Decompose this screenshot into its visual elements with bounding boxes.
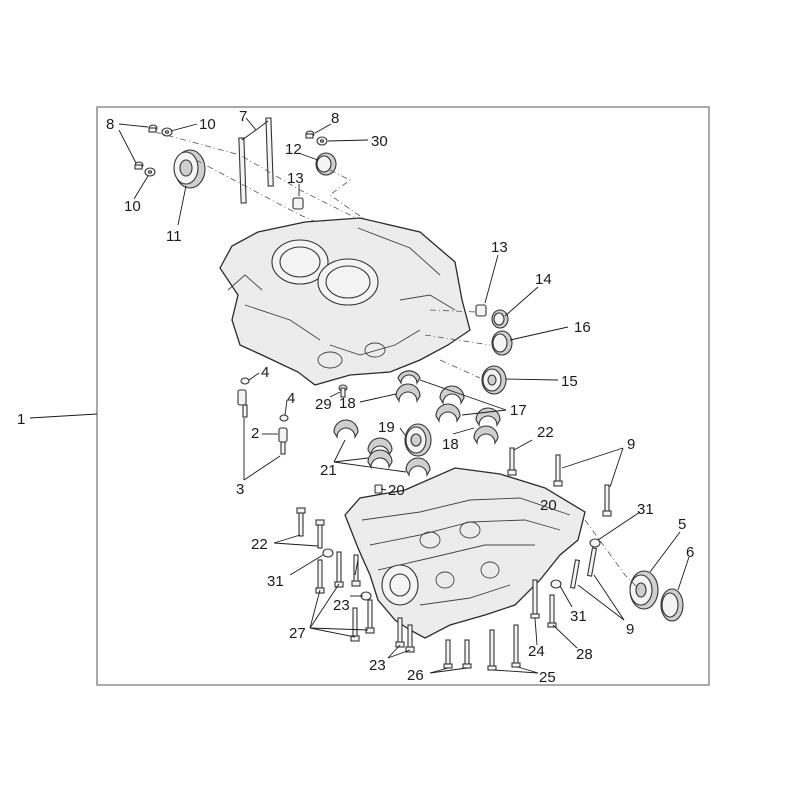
callout-8-top-left: 8 xyxy=(106,116,114,133)
bolt-24 xyxy=(530,579,540,619)
bolt-9-b xyxy=(602,484,612,517)
dowel-20-left xyxy=(374,484,383,494)
callout-18-lower: 18 xyxy=(442,436,459,453)
screw-8-top-right xyxy=(305,130,315,139)
shell-18-lower xyxy=(473,407,501,445)
callout-18-upper: 18 xyxy=(339,395,356,412)
callout-11: 11 xyxy=(166,228,182,245)
bolt-23-lower xyxy=(395,617,415,653)
callout-27: 27 xyxy=(289,625,306,642)
diagram-frame xyxy=(96,106,710,686)
callout-10-top: 10 xyxy=(199,116,216,133)
bolt-28 xyxy=(547,594,557,628)
bushing-13-right xyxy=(475,304,487,317)
shell-18-upper-a xyxy=(397,370,421,385)
jet-2-lower xyxy=(278,427,288,455)
washer-31-lower xyxy=(550,579,562,589)
callout-17: 17 xyxy=(510,402,527,419)
callout-24: 24 xyxy=(528,643,545,660)
seal-14 xyxy=(491,309,509,329)
bearing-5 xyxy=(629,570,659,610)
callout-21: 21 xyxy=(320,462,337,479)
screw-29 xyxy=(338,384,348,398)
washer-10-bottom xyxy=(144,167,156,177)
callout-13-top: 13 xyxy=(287,170,304,187)
callout-10-bottom: 10 xyxy=(124,198,141,215)
upper-crankcase xyxy=(219,217,471,386)
callout-23-upper: 23 xyxy=(333,597,350,614)
callout-3: 3 xyxy=(236,481,244,498)
callout-23-lower: 23 xyxy=(369,657,386,674)
callout-9-upper: 9 xyxy=(627,436,635,453)
callout-22-right: 22 xyxy=(537,424,554,441)
callout-1: 1 xyxy=(17,411,25,428)
seal-6 xyxy=(660,588,684,622)
bolt-9-a xyxy=(553,454,563,487)
callout-31-lower: 31 xyxy=(570,608,587,625)
washer-30 xyxy=(316,136,328,146)
shell-17-a xyxy=(439,385,465,405)
callout-20-left: 20 xyxy=(388,482,405,499)
screw-8-top-left xyxy=(148,124,158,133)
callout-20-right: 20 xyxy=(540,497,557,514)
shell-17-b xyxy=(435,403,461,423)
callout-5: 5 xyxy=(678,516,686,533)
seal-16 xyxy=(491,330,513,356)
bolt-22-left-a xyxy=(296,507,306,537)
washer-31-left xyxy=(322,548,334,558)
callout-28: 28 xyxy=(576,646,593,663)
washer-10-top xyxy=(161,127,173,137)
bolt-22-left-b xyxy=(315,519,325,549)
callout-31-right: 31 xyxy=(637,501,654,518)
screw-8-left xyxy=(134,161,144,170)
callout-14: 14 xyxy=(535,271,552,288)
leader-1 xyxy=(29,413,98,419)
callout-16: 16 xyxy=(574,319,591,336)
shell-21-a xyxy=(333,419,359,439)
bolt-26-pair xyxy=(443,639,472,669)
bearing-15 xyxy=(481,365,507,395)
callout-4-upper: 4 xyxy=(261,364,269,381)
callout-7: 7 xyxy=(239,108,247,125)
callout-12: 12 xyxy=(285,141,302,158)
callout-26: 26 xyxy=(407,667,424,684)
bearing-19 xyxy=(404,423,432,457)
callout-29: 29 xyxy=(315,396,332,413)
lower-crankcase xyxy=(344,467,586,639)
bolt-22-right xyxy=(507,447,517,476)
washer-31-right xyxy=(589,538,601,548)
shell-21-b xyxy=(367,437,393,469)
callout-8-top-right: 8 xyxy=(331,110,339,127)
callout-6: 6 xyxy=(686,544,694,561)
stud-7-pair xyxy=(238,117,274,204)
bolt-9-lower xyxy=(569,547,598,589)
callout-9-lower: 9 xyxy=(626,621,634,638)
bearing-11 xyxy=(173,149,206,189)
callout-15: 15 xyxy=(561,373,578,390)
callout-19: 19 xyxy=(378,419,395,436)
oring-4-lower xyxy=(279,414,289,422)
oring-4-upper xyxy=(240,377,250,385)
callout-30: 30 xyxy=(371,133,388,150)
shell-21-c xyxy=(405,457,431,477)
callout-13-right: 13 xyxy=(491,239,508,256)
shell-18-upper-b xyxy=(395,383,421,403)
seal-12 xyxy=(315,152,337,176)
bushing-13-top xyxy=(292,197,304,210)
callout-31-left: 31 xyxy=(267,573,284,590)
callout-25: 25 xyxy=(539,669,556,686)
callout-4-lower: 4 xyxy=(287,390,295,407)
callout-2: 2 xyxy=(251,425,259,442)
jet-2-upper xyxy=(237,389,248,418)
bolt-25-pair xyxy=(487,624,521,671)
callout-22-left: 22 xyxy=(251,536,268,553)
